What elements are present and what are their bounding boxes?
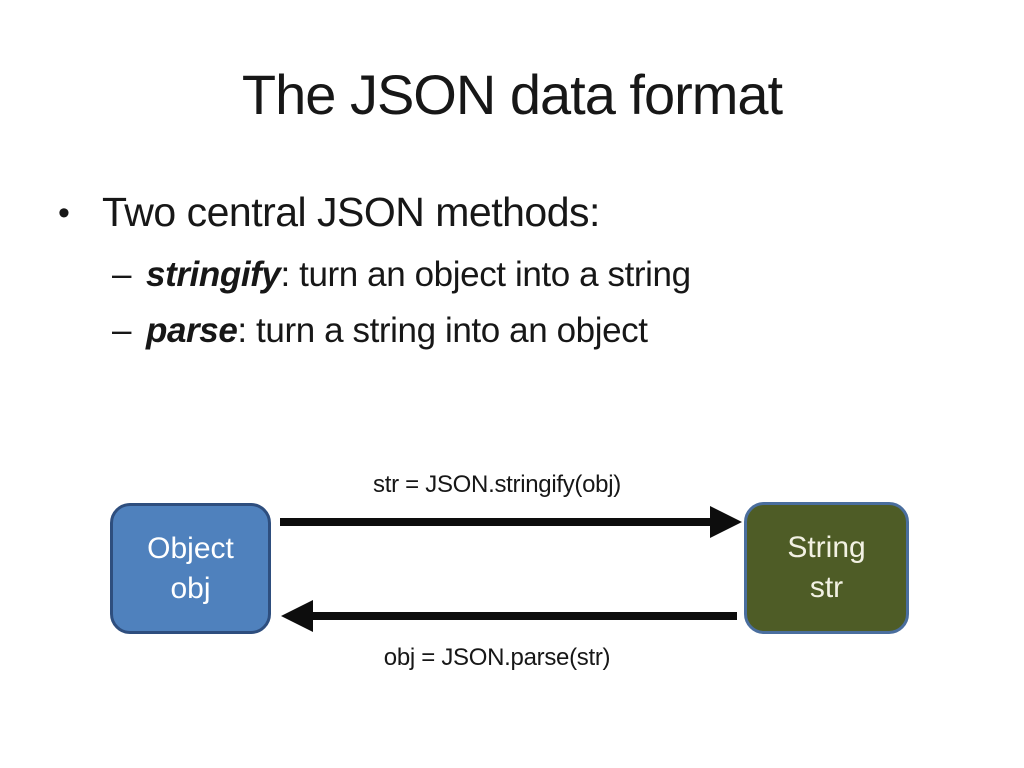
object-box-line1: Object [147, 531, 234, 565]
bullet-text: Two central JSON methods: [102, 189, 600, 235]
stringify-arrow-label: str = JSON.stringify(obj) [373, 471, 621, 498]
sub-bullet-text: stringify: turn an object into a string [146, 255, 691, 295]
dash-marker: – [112, 255, 132, 294]
keyword-parse: parse [146, 311, 238, 350]
left-arrowhead-icon [281, 600, 313, 632]
right-arrowhead-icon [710, 506, 742, 538]
slide-title: The JSON data format [241, 63, 783, 126]
dash-marker: – [112, 311, 132, 350]
bullet-marker: • [58, 194, 70, 232]
object-box: Object obj [110, 503, 271, 634]
bullet-item: • Two central JSON methods: [58, 189, 600, 237]
sub-bullet-text: parse: turn a string into an object [146, 311, 648, 351]
parse-arrow-label: obj = JSON.parse(str) [383, 644, 611, 671]
sub-bullet-stringify: – stringify: turn an object into a strin… [112, 255, 691, 295]
string-box: String str [744, 502, 909, 634]
stringify-arrow-line [280, 518, 712, 526]
string-box-line1: String [787, 531, 866, 564]
object-box-line2: obj [170, 571, 211, 605]
sub-bullet-rest: : turn an object into a string [280, 255, 691, 294]
sub-bullet-rest: : turn a string into an object [237, 311, 648, 350]
string-box-line2: str [809, 571, 844, 604]
keyword-stringify: stringify [146, 255, 281, 294]
parse-arrow-line [311, 612, 737, 620]
sub-bullet-parse: – parse: turn a string into an object [112, 311, 648, 351]
